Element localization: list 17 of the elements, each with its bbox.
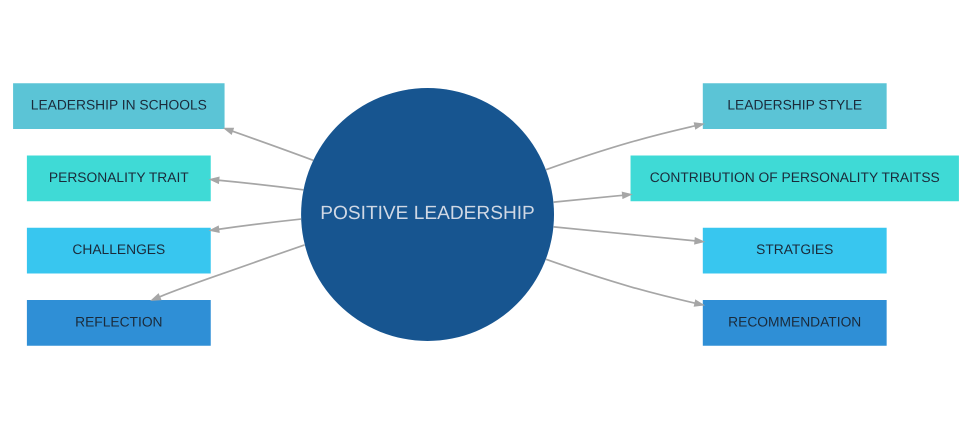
node-box: CONTRIBUTION OF PERSONALITY TRAITSS	[630, 155, 959, 201]
node-box: RECOMMENDATION	[702, 300, 887, 346]
arrow	[208, 218, 302, 232]
arrow	[554, 191, 633, 202]
arrow	[546, 258, 706, 306]
node-box: PERSONALITY TRAIT	[26, 155, 211, 201]
arrow	[222, 127, 314, 161]
node-box: LEADERSHIP IN SCHOOLS	[13, 82, 225, 128]
arrow	[546, 122, 706, 170]
node-box: CHALLENGES	[26, 227, 211, 273]
node-box: LEADERSHIP STYLE	[702, 82, 887, 128]
node-box: STRATGIES	[702, 227, 887, 273]
node-circle: POSITIVE LEADERSHIP	[301, 88, 554, 340]
node-box: REFLECTION	[26, 300, 211, 346]
arrow	[554, 226, 706, 244]
arrow	[208, 176, 304, 190]
arrow	[150, 244, 305, 300]
